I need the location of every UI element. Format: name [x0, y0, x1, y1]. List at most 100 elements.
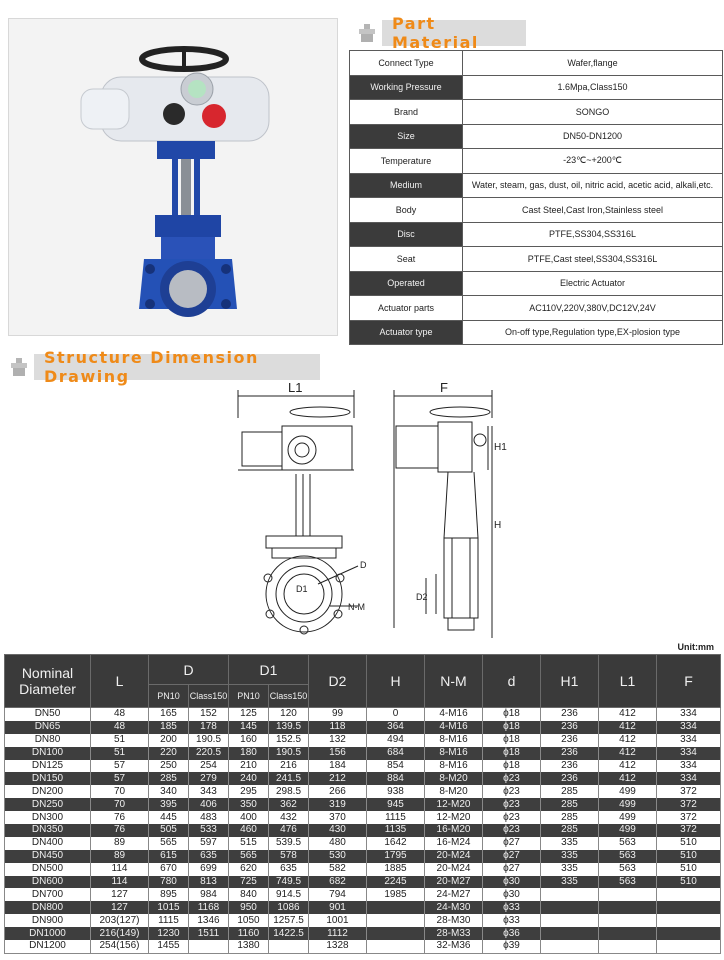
table-cell: 794 — [308, 888, 367, 902]
table-cell: 185 — [148, 720, 189, 734]
table-cell: 76 — [90, 811, 149, 825]
material-key: Actuator type — [349, 319, 463, 345]
table-cell: 670 — [148, 862, 189, 876]
table-cell: 4-M16 — [424, 707, 483, 721]
table-cell: 335 — [540, 875, 599, 889]
table-cell: 364 — [366, 720, 425, 734]
table-cell: 118 — [308, 720, 367, 734]
table-cell: 460 — [228, 824, 269, 837]
table-cell: 620 — [228, 862, 269, 876]
table-cell: 114 — [90, 862, 149, 876]
table-cell: 412 — [598, 720, 657, 734]
material-value: On-off type,Regulation type,EX-plosion t… — [462, 319, 723, 345]
table-cell: 70 — [90, 798, 149, 812]
table-cell: 445 — [148, 811, 189, 825]
table-cell: 28-M33 — [424, 927, 483, 941]
table-cell: 749.5 — [268, 875, 309, 889]
table-cell: 1422.5 — [268, 927, 309, 941]
header-d1-class150: Class150 — [268, 684, 309, 708]
table-cell: 114 — [90, 875, 149, 889]
table-cell: 89 — [90, 836, 149, 850]
table-cell: 1050 — [228, 914, 269, 928]
table-cell: 938 — [366, 785, 425, 799]
table-cell: 51 — [90, 733, 149, 747]
table-cell — [598, 914, 657, 928]
material-value: -23℃~+200℃ — [462, 148, 723, 174]
table-cell: 1346 — [188, 914, 229, 928]
material-value: 1.6Mpa,Class150 — [462, 74, 723, 100]
table-cell: 412 — [598, 707, 657, 721]
table-cell: 510 — [656, 849, 721, 863]
table-cell: 99 — [308, 707, 367, 721]
table-cell — [598, 927, 657, 941]
table-cell: DN1000 — [4, 927, 91, 941]
valve-icon — [11, 358, 27, 376]
material-key: Medium — [349, 172, 463, 198]
table-cell — [540, 927, 599, 941]
table-cell: 4-M16 — [424, 720, 483, 734]
table-cell: 914.5 — [268, 888, 309, 902]
table-cell: 1795 — [366, 849, 425, 863]
table-cell: 20-M24 — [424, 849, 483, 863]
table-cell: 132 — [308, 733, 367, 747]
label-f: F — [440, 380, 448, 395]
table-cell: 236 — [540, 720, 599, 734]
material-key: Disc — [349, 221, 463, 247]
table-cell: 854 — [366, 759, 425, 773]
table-cell: ϕ36 — [482, 927, 541, 941]
material-key: Connect Type — [349, 50, 463, 76]
header-f: F — [656, 654, 721, 708]
table-cell: 494 — [366, 733, 425, 747]
header-l1: L1 — [598, 654, 657, 708]
table-cell: 563 — [598, 862, 657, 876]
table-cell: 578 — [268, 849, 309, 863]
table-cell: 89 — [90, 849, 149, 863]
table-cell: 539.5 — [268, 836, 309, 850]
table-cell — [540, 888, 599, 902]
table-cell: 184 — [308, 759, 367, 773]
table-cell: 533 — [188, 824, 229, 837]
dimension-table: Nominal Diameter L D D1 D2 H N-M d H1 L1… — [4, 654, 721, 954]
table-cell: 8-M16 — [424, 759, 483, 773]
table-cell: 510 — [656, 836, 721, 850]
table-cell: 684 — [366, 746, 425, 760]
table-cell: 28-M30 — [424, 914, 483, 928]
table-cell — [598, 901, 657, 915]
table-cell: 563 — [598, 875, 657, 889]
table-cell: ϕ18 — [482, 733, 541, 747]
table-cell: 241.5 — [268, 772, 309, 786]
table-cell: 510 — [656, 862, 721, 876]
table-cell: 70 — [90, 785, 149, 799]
header-d1-pn10: PN10 — [228, 684, 269, 708]
table-cell: 335 — [540, 849, 599, 863]
table-cell: DN200 — [4, 785, 91, 799]
material-key: Actuator parts — [349, 295, 463, 321]
table-cell: 901 — [308, 901, 367, 915]
table-cell — [188, 940, 229, 954]
table-cell: 813 — [188, 875, 229, 889]
table-cell: ϕ23 — [482, 798, 541, 812]
table-cell: 48 — [90, 707, 149, 721]
table-cell — [656, 888, 721, 902]
table-cell: DN65 — [4, 720, 91, 734]
table-cell: ϕ27 — [482, 836, 541, 850]
table-cell: 334 — [656, 759, 721, 773]
table-cell: 285 — [148, 772, 189, 786]
table-cell: 220 — [148, 746, 189, 760]
table-cell: ϕ23 — [482, 811, 541, 825]
table-cell: 372 — [656, 824, 721, 837]
table-cell: 510 — [656, 875, 721, 889]
table-cell: DN350 — [4, 824, 91, 837]
table-cell: 1885 — [366, 862, 425, 876]
table-cell: 1257.5 — [268, 914, 309, 928]
table-cell: ϕ30 — [482, 875, 541, 889]
table-cell: 984 — [188, 888, 229, 902]
